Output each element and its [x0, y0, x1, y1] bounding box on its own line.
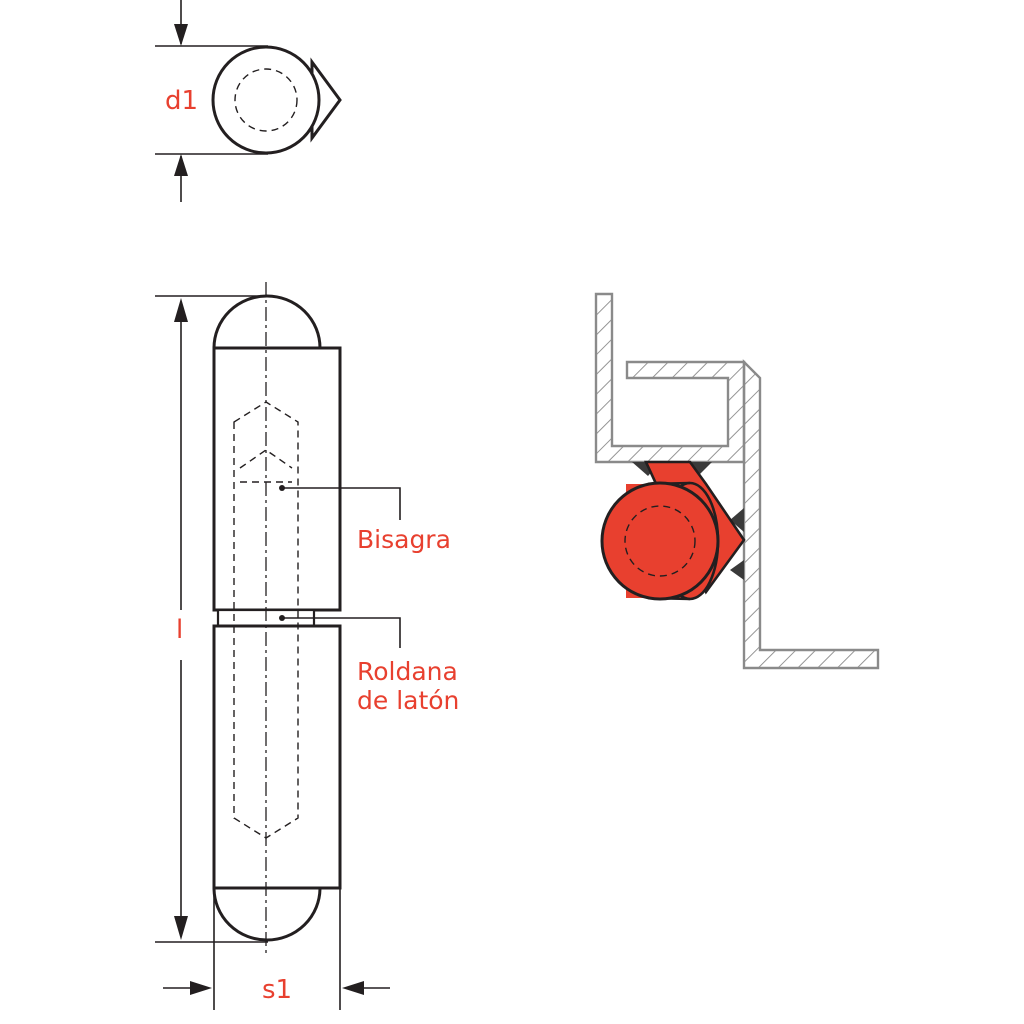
- hidden-bore-circle: [624, 505, 696, 577]
- top-view: d1: [155, 0, 342, 202]
- frame-profile: [594, 292, 746, 464]
- leader-line-hinge: [282, 487, 401, 520]
- upper-knuckle: [212, 346, 342, 612]
- arrow-left-icon: [342, 981, 364, 995]
- arrow-up-icon: [174, 298, 188, 322]
- upper-dome: [212, 294, 322, 350]
- installation-view: [594, 292, 880, 670]
- hinge-front-circle: [600, 481, 720, 601]
- label-hinge: Bisagra: [357, 525, 451, 554]
- front-view: l s1 Bisagra Roldana de latón: [155, 282, 459, 1010]
- lower-dome: [212, 886, 322, 942]
- arrow-right-icon: [190, 981, 212, 995]
- label-d1: d1: [165, 86, 198, 116]
- hidden-pin-tip: [239, 449, 293, 469]
- pin-head-circle: [211, 45, 321, 155]
- arrow-up-icon: [174, 154, 188, 176]
- label-width: s1: [262, 975, 292, 1005]
- weld-bead-side-lower: [730, 560, 744, 580]
- label-washer-line1: Roldana: [357, 657, 458, 686]
- hidden-bore-circle: [234, 68, 298, 132]
- arrow-down-icon: [174, 916, 188, 940]
- lower-knuckle: [212, 624, 342, 890]
- leaf-profile: [742, 359, 880, 670]
- label-length: l: [176, 615, 183, 645]
- label-washer-line2: de latón: [357, 686, 459, 715]
- weld-bead-side: [730, 508, 744, 532]
- arrow-down-icon: [174, 24, 188, 46]
- leader-line-washer: [282, 617, 401, 648]
